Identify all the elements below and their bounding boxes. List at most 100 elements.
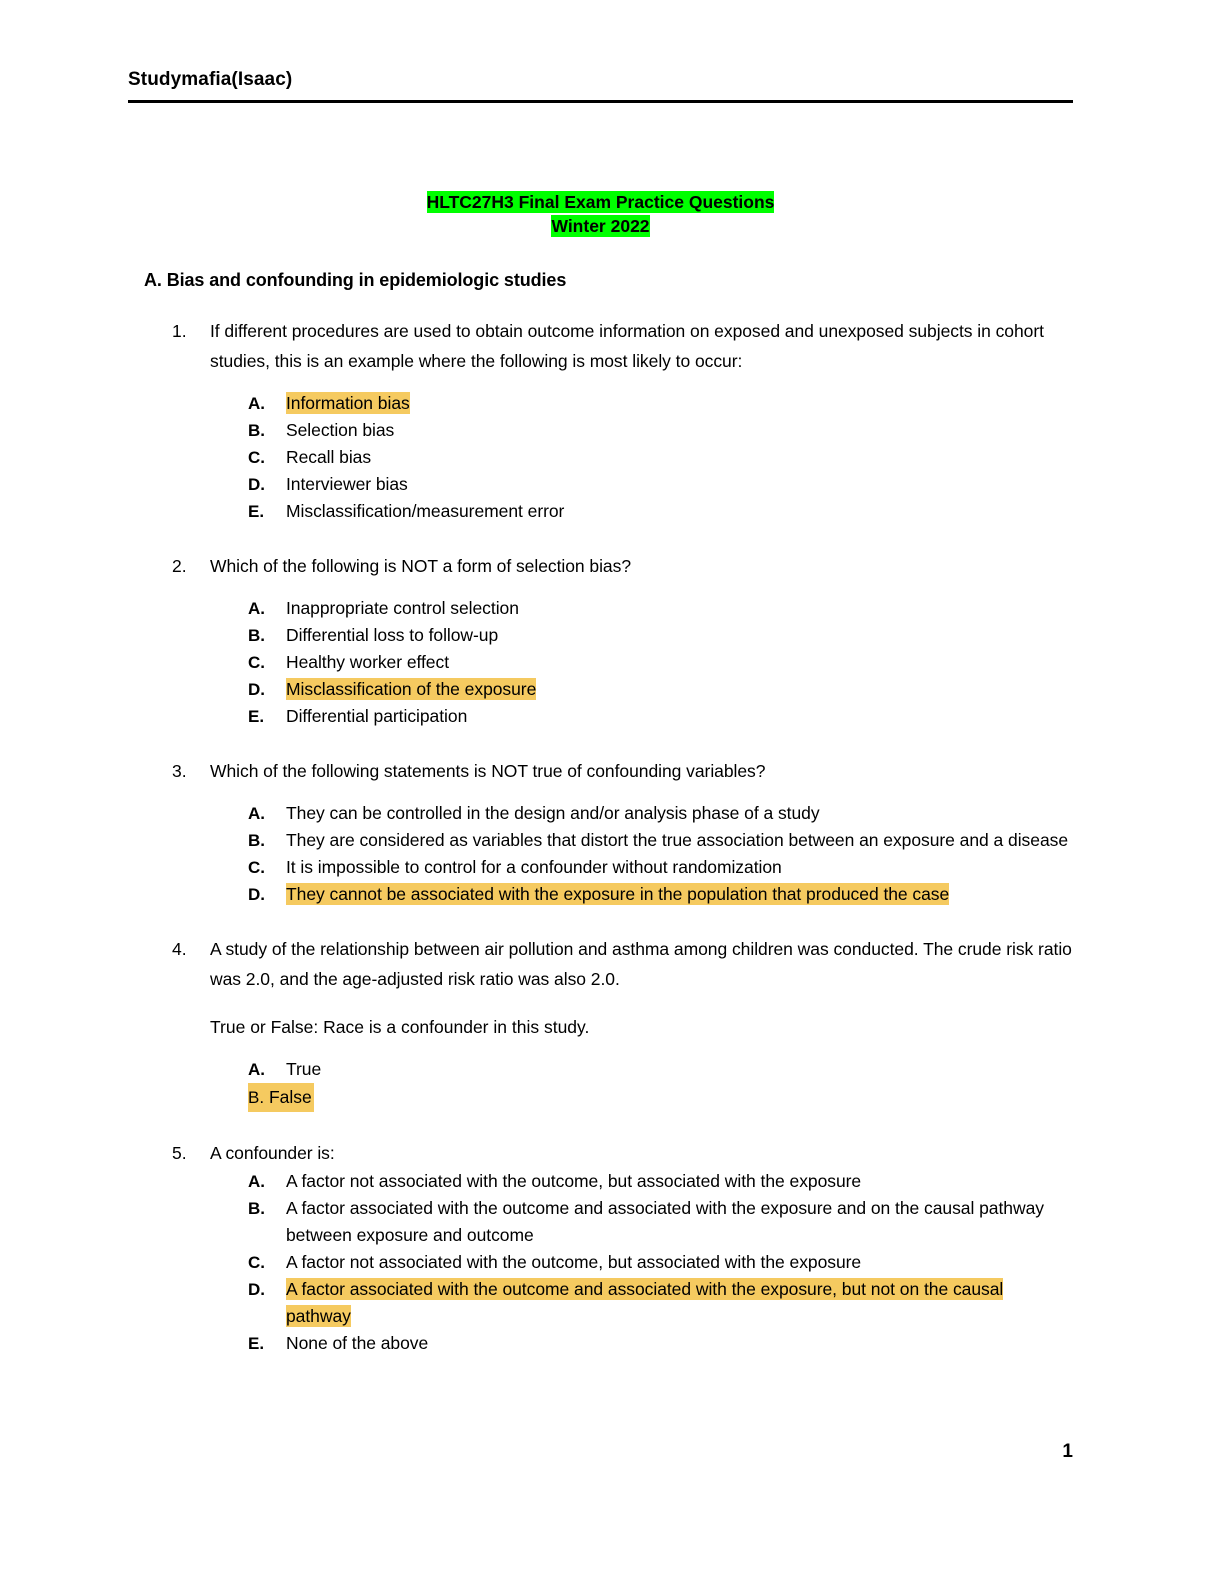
option-text: They can be controlled in the design and… — [286, 803, 820, 823]
question-2-options: A. Inappropriate control selection B. Di… — [0, 595, 1224, 730]
option-letter: C. — [248, 653, 265, 672]
spacer — [0, 730, 1224, 756]
option-row[interactable]: D. Misclassification of the exposure — [248, 676, 1072, 703]
option-letter: A. — [248, 804, 265, 823]
question-5-row: 5. A confounder is: — [0, 1138, 1224, 1168]
question-2: 2. Which of the following is NOT a form … — [0, 551, 1224, 730]
option-letter: E. — [248, 1334, 265, 1353]
option-row[interactable]: B. Differential loss to follow-up — [248, 622, 1072, 649]
option-text-wrapper: They cannot be associated with the expos… — [286, 881, 1072, 908]
option-text: Interviewer bias — [286, 474, 408, 494]
option-letter: E. — [248, 502, 265, 521]
option-letter: A. — [248, 599, 265, 618]
option-row[interactable]: A. True — [248, 1056, 1072, 1083]
question-1-text: If different procedures are used to obta… — [210, 321, 1044, 371]
option-letter: C. — [248, 1253, 265, 1272]
exam-title-block: HLTC27H3 Final Exam Practice Questions W… — [128, 190, 1073, 238]
option-letter: D. — [248, 1280, 265, 1299]
option-letter: D. — [248, 680, 265, 699]
option-text: Misclassification/measurement error — [286, 501, 565, 521]
option-text-wrapper: A factor associated with the outcome and… — [286, 1276, 1072, 1330]
option-row[interactable]: E. Differential participation — [248, 703, 1072, 730]
option-text-wrapper: Information bias — [286, 390, 1072, 417]
option-row[interactable]: A. Inappropriate control selection — [248, 595, 1072, 622]
option-text: A factor associated with the outcome and… — [286, 1198, 1044, 1245]
option-text: False — [268, 1087, 312, 1107]
option-row[interactable]: C. Healthy worker effect — [248, 649, 1072, 676]
option-row[interactable]: C. Recall bias — [248, 444, 1072, 471]
option-row[interactable]: B. False — [248, 1083, 1072, 1112]
header-title: Studymafia(Isaac) — [128, 69, 293, 90]
spacer — [0, 994, 1224, 1012]
question-3-number: 3. — [172, 761, 187, 781]
option-text: A factor not associated with the outcome… — [286, 1252, 862, 1272]
option-row[interactable]: D. A factor associated with the outcome … — [248, 1276, 1072, 1330]
exam-title-line-1: HLTC27H3 Final Exam Practice Questions — [128, 190, 1073, 214]
option-text: It is impossible to control for a confou… — [286, 857, 782, 877]
option-text: They are considered as variables that di… — [286, 830, 1069, 850]
question-2-number: 2. — [172, 556, 187, 576]
option-text: A factor not associated with the outcome… — [286, 1171, 862, 1191]
option-row[interactable]: C. A factor not associated with the outc… — [248, 1249, 1072, 1276]
option-letter: E. — [248, 707, 265, 726]
header-divider — [128, 100, 1073, 103]
option-row[interactable]: D. They cannot be associated with the ex… — [248, 881, 1072, 908]
option-letter: D. — [248, 885, 265, 904]
option-letter: C. — [248, 448, 265, 467]
option-highlight-wrapper: B. False — [248, 1083, 314, 1112]
question-4-text: A study of the relationship between air … — [210, 939, 1072, 989]
question-3-options: A. They can be controlled in the design … — [0, 800, 1224, 908]
option-row[interactable]: D. Interviewer bias — [248, 471, 1072, 498]
option-text: None of the above — [286, 1333, 429, 1353]
question-2-text: Which of the following is NOT a form of … — [210, 556, 632, 576]
question-1-row: 1. If different procedures are used to o… — [0, 316, 1224, 376]
option-row[interactable]: E. None of the above — [248, 1330, 1072, 1357]
option-row[interactable]: B. A factor associated with the outcome … — [248, 1195, 1072, 1249]
option-text: Information bias — [286, 392, 410, 414]
option-row[interactable]: C. It is impossible to control for a con… — [248, 854, 1072, 881]
option-text: Misclassification of the exposure — [286, 678, 537, 700]
question-4-row: 4. A study of the relationship between a… — [0, 934, 1224, 994]
option-letter: B. — [248, 421, 265, 440]
option-row[interactable]: A. They can be controlled in the design … — [248, 800, 1072, 827]
option-letter: A. — [248, 1060, 265, 1079]
page-number: 1 — [1062, 1441, 1073, 1462]
option-letter: B. — [248, 1088, 265, 1107]
question-1-number: 1. — [172, 321, 187, 341]
question-3-text: Which of the following statements is NOT… — [210, 761, 766, 781]
option-letter: C. — [248, 858, 265, 877]
exam-title-line-2-text: Winter 2022 — [551, 215, 650, 237]
option-text: Differential participation — [286, 706, 468, 726]
option-text: Recall bias — [286, 447, 372, 467]
option-text: Healthy worker effect — [286, 652, 450, 672]
spacer — [0, 908, 1224, 934]
option-letter: A. — [248, 394, 265, 413]
question-2-row: 2. Which of the following is NOT a form … — [0, 551, 1224, 581]
spacer — [0, 1112, 1224, 1138]
option-letter: A. — [248, 1172, 265, 1191]
option-row[interactable]: A. A factor not associated with the outc… — [248, 1168, 1072, 1195]
document-header: Studymafia(Isaac) — [128, 68, 1073, 92]
exam-title-line-1-text: HLTC27H3 Final Exam Practice Questions — [426, 191, 775, 213]
option-text: Differential loss to follow-up — [286, 625, 499, 645]
option-letter: B. — [248, 626, 265, 645]
option-row[interactable]: A. Information bias — [248, 390, 1072, 417]
option-row[interactable]: B. They are considered as variables that… — [248, 827, 1072, 854]
question-4: 4. A study of the relationship between a… — [0, 934, 1224, 1112]
option-text: Selection bias — [286, 420, 395, 440]
option-row[interactable]: B. Selection bias — [248, 417, 1072, 444]
question-4-number: 4. — [172, 939, 187, 959]
question-5: 5. A confounder is: A. A factor not asso… — [0, 1138, 1224, 1357]
option-row[interactable]: E. Misclassification/measurement error — [248, 498, 1072, 525]
section-heading: A. Bias and confounding in epidemiologic… — [144, 270, 567, 290]
question-5-options: A. A factor not associated with the outc… — [0, 1168, 1224, 1357]
question-1-options: A. Information bias B. Selection bias C.… — [0, 390, 1224, 525]
questions-container: 1. If different procedures are used to o… — [0, 316, 1224, 1357]
question-3: 3. Which of the following statements is … — [0, 756, 1224, 908]
option-text: A factor associated with the outcome and… — [286, 1278, 1004, 1327]
option-text: Inappropriate control selection — [286, 598, 519, 618]
question-3-row: 3. Which of the following statements is … — [0, 756, 1224, 786]
option-letter: B. — [248, 831, 265, 850]
question-5-text: A confounder is: — [210, 1143, 335, 1163]
